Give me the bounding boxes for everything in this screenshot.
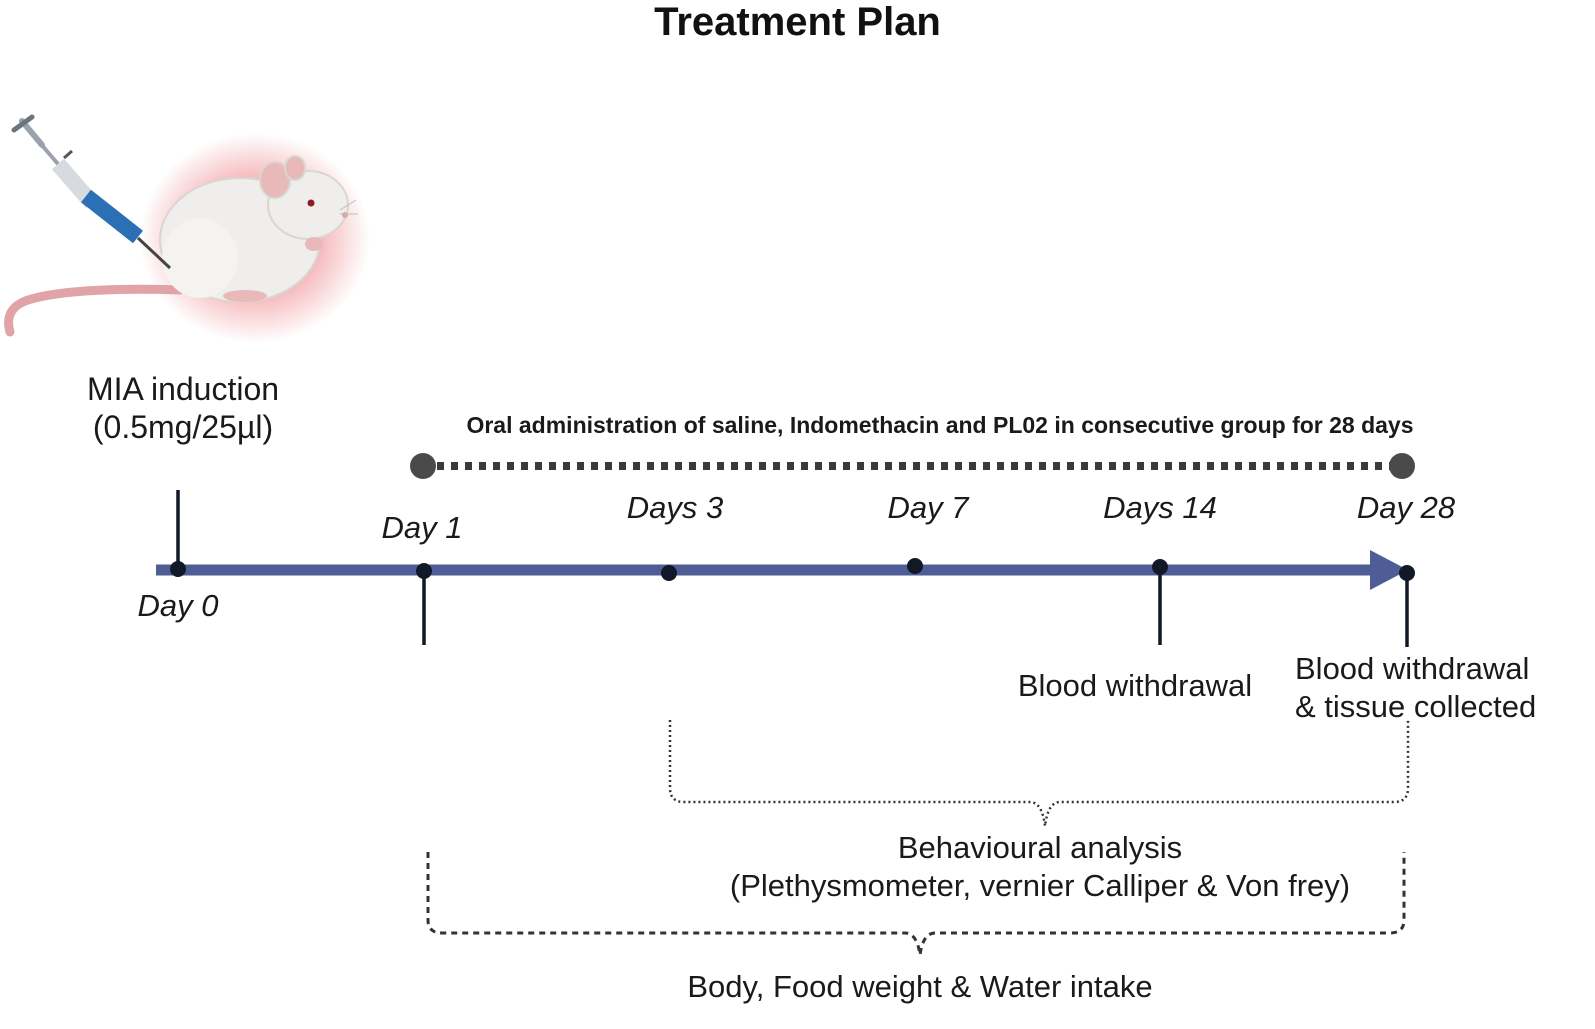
mia-induction-label: MIA induction (0.5mg/25µl) [48, 370, 318, 446]
syringe-icon [11, 114, 172, 270]
blood-tissue-line1: Blood withdrawal [1295, 651, 1530, 686]
body-food-water-brace [426, 852, 1406, 956]
behavioural-brace [668, 720, 1410, 827]
mouse-icon [4, 133, 370, 343]
day-label-0: Day 0 [137, 588, 219, 623]
blood-tissue-line2: & tissue collected [1295, 689, 1537, 724]
timeline-arrowhead [1370, 550, 1408, 590]
page-title: Treatment Plan [654, 0, 941, 44]
administration-end-dot [1389, 453, 1415, 479]
mia-induction-text: MIA induction [86, 371, 280, 407]
oral-administration-label: Oral administration of saline, Indometha… [466, 412, 1414, 438]
day-label-28: Day 28 [1356, 490, 1456, 525]
dot-day28 [1399, 565, 1415, 581]
day-label-3: Days 3 [626, 490, 724, 525]
blood-withdrawal-label: Blood withdrawal [1017, 668, 1253, 703]
behavioural-analysis-label: Behavioural analysis (Plethysmometer, ve… [640, 829, 1440, 905]
body-food-water-label: Body, Food weight & Water intake [687, 969, 1153, 1004]
mia-dose-text: (0.5mg/25µl) [92, 409, 274, 445]
behavioural-line1: Behavioural analysis [897, 830, 1183, 865]
dot-day14 [1152, 559, 1168, 575]
dot-day3 [661, 565, 677, 581]
day-label-7: Day 7 [887, 490, 969, 525]
blood-tissue-label: Blood withdrawal & tissue collected [1295, 650, 1573, 726]
dot-day7 [907, 558, 923, 574]
day-label-1: Day 1 [381, 510, 463, 545]
dot-day1 [416, 563, 432, 579]
administration-start-dot [410, 453, 436, 479]
day-label-14: Days 14 [1103, 490, 1217, 525]
behavioural-line2: (Plethysmometer, vernier Calliper & Von … [729, 868, 1351, 903]
dot-day0 [170, 561, 186, 577]
